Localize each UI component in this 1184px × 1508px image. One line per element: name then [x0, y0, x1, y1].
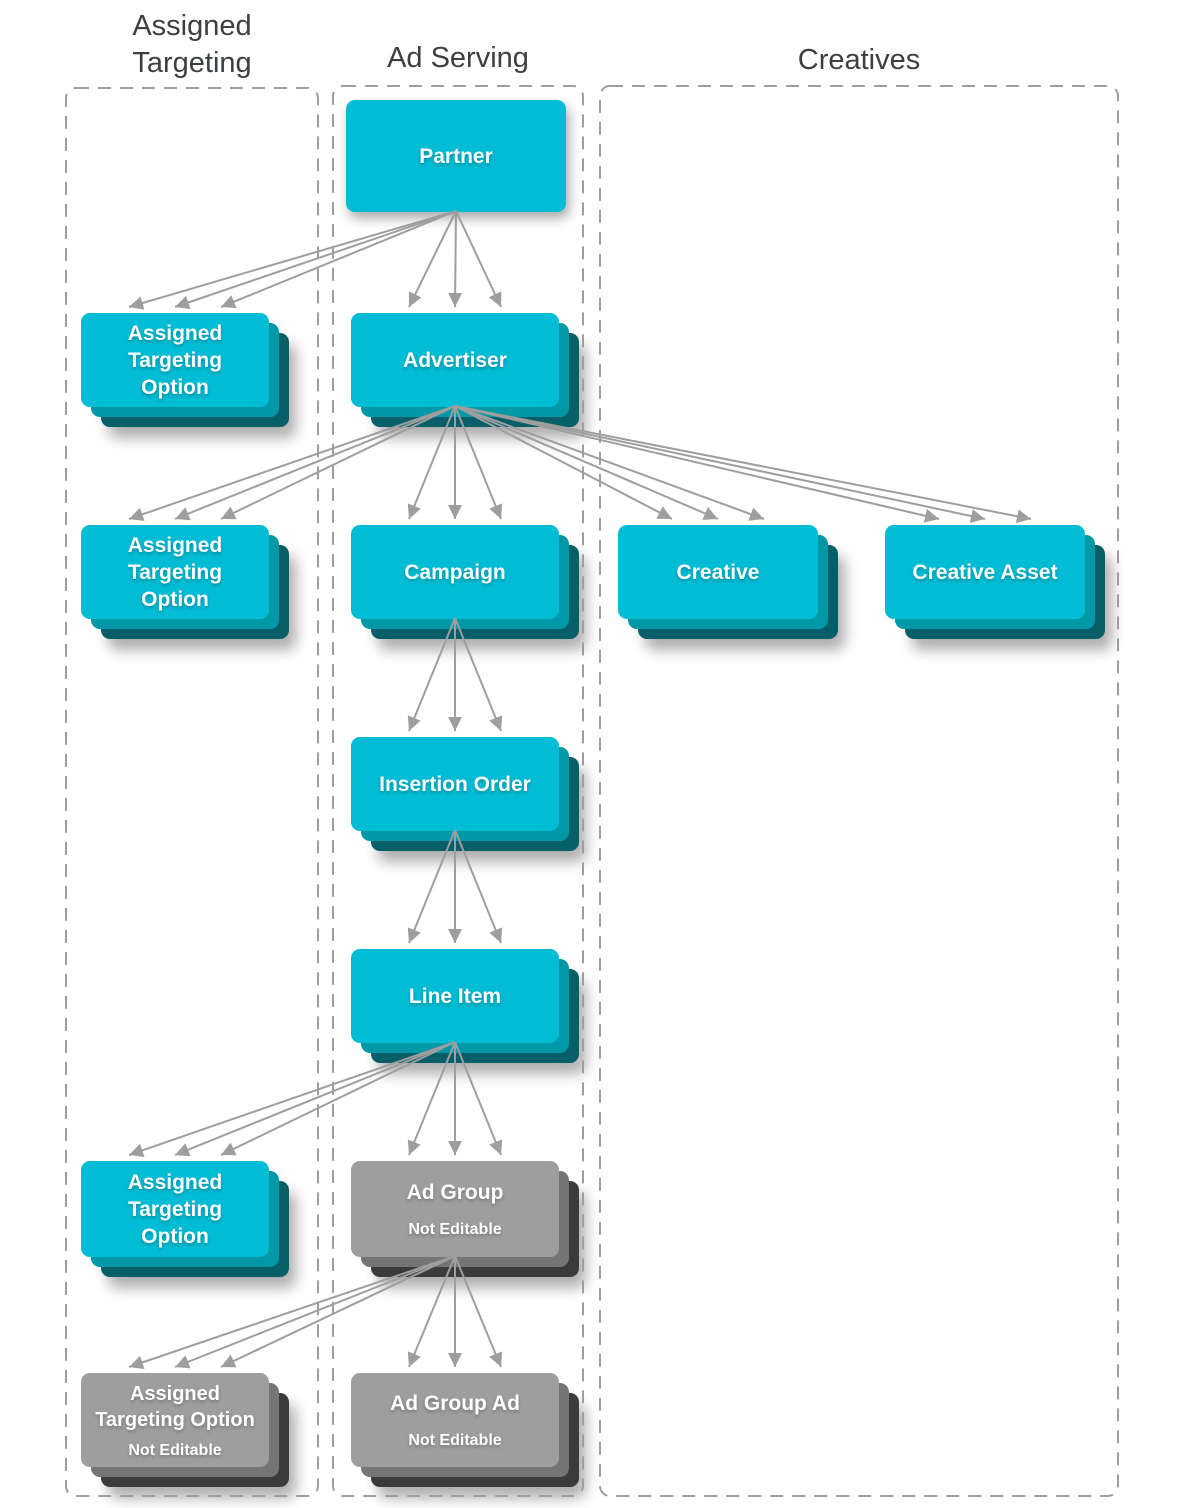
node-creative-label: Creative [676, 560, 760, 584]
node-line-item: Line Item [351, 949, 559, 1043]
node-insertion-order-label: Insertion Order [379, 772, 531, 796]
column-header-ad-serving: Ad Serving [387, 42, 529, 74]
node-creative-asset-label: Creative Asset [912, 560, 1058, 584]
node-advertiser-label: Advertiser [403, 348, 507, 372]
node-ad-group-badge: Not Editable [408, 1221, 502, 1238]
node-partner-label: Partner [419, 144, 493, 168]
node-assigned-targeting-option-4: Assigned Targeting Option Not Editable [81, 1373, 269, 1467]
node-assigned-targeting-option-3: Assigned Targeting Option [81, 1161, 269, 1257]
node-assigned-targeting-option-2-label: Assigned Targeting Option [127, 533, 223, 611]
node-ad-group: Ad Group Not Editable [351, 1161, 559, 1257]
node-assigned-targeting-option-2: Assigned Targeting Option [81, 525, 269, 619]
column-assigned-targeting [66, 88, 318, 1496]
node-ad-group-ad: Ad Group Ad Not Editable [351, 1373, 559, 1467]
column-header-creatives: Creatives [797, 44, 921, 76]
node-assigned-targeting-option-4-badge: Not Editable [128, 1441, 222, 1459]
node-campaign-label: Campaign [404, 560, 506, 584]
node-assigned-targeting-option-1-label: Assigned Targeting Option [127, 321, 223, 399]
node-creative: Creative [618, 525, 818, 619]
node-ad-group-ad-badge: Not Editable [408, 1432, 502, 1449]
node-campaign: Campaign [351, 525, 559, 619]
node-partner: Partner [346, 100, 566, 212]
column-header-assigned-targeting: Assigned Targeting [132, 10, 252, 79]
node-assigned-targeting-option-4-label: Assigned Targeting Option [95, 1382, 255, 1431]
column-creatives [600, 86, 1118, 1496]
node-creative-asset: Creative Asset [885, 525, 1085, 619]
node-assigned-targeting-option-3-label: Assigned Targeting Option [127, 1170, 223, 1248]
node-assigned-targeting-option-1: Assigned Targeting Option [81, 313, 269, 407]
node-ad-group-label: Ad Group [406, 1181, 504, 1204]
node-insertion-order: Insertion Order [351, 737, 559, 831]
node-ad-group-ad-label: Ad Group Ad [390, 1392, 520, 1415]
node-line-item-label: Line Item [408, 984, 502, 1008]
node-advertiser: Advertiser [351, 313, 559, 407]
